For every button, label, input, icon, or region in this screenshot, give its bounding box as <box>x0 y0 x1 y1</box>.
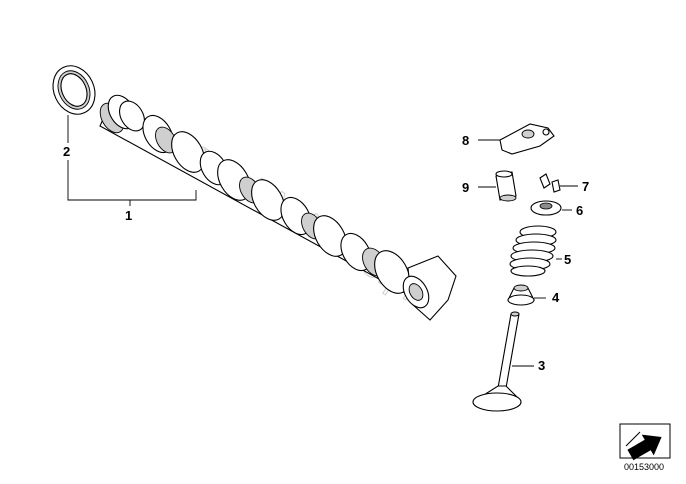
cam-lobes <box>142 114 410 294</box>
callout-3[interactable]: 3 <box>538 358 545 373</box>
leader-lines <box>67 115 578 367</box>
document-id: 00153000 <box>624 462 664 472</box>
callout-2[interactable]: 2 <box>63 144 70 159</box>
callout-7[interactable]: 7 <box>582 179 589 194</box>
camshaft[interactable] <box>95 90 457 321</box>
callout-9[interactable]: 9 <box>462 180 469 195</box>
valve-adjuster[interactable] <box>495 170 517 202</box>
valve-stem-seal[interactable] <box>507 284 535 306</box>
callout-4[interactable]: 4 <box>552 290 560 305</box>
valve-spring[interactable] <box>509 225 557 277</box>
arrow-direction-icon <box>619 423 671 461</box>
spring-retainer[interactable] <box>530 200 562 216</box>
callout-6[interactable]: 6 <box>576 203 583 218</box>
valve[interactable] <box>472 311 522 412</box>
callout-1[interactable]: 1 <box>125 208 132 223</box>
callout-8[interactable]: 8 <box>462 133 469 148</box>
rocker-arm[interactable] <box>499 123 555 155</box>
sealing-ring[interactable] <box>45 59 102 121</box>
valve-keys[interactable] <box>539 173 561 193</box>
callout-5[interactable]: 5 <box>564 252 571 267</box>
